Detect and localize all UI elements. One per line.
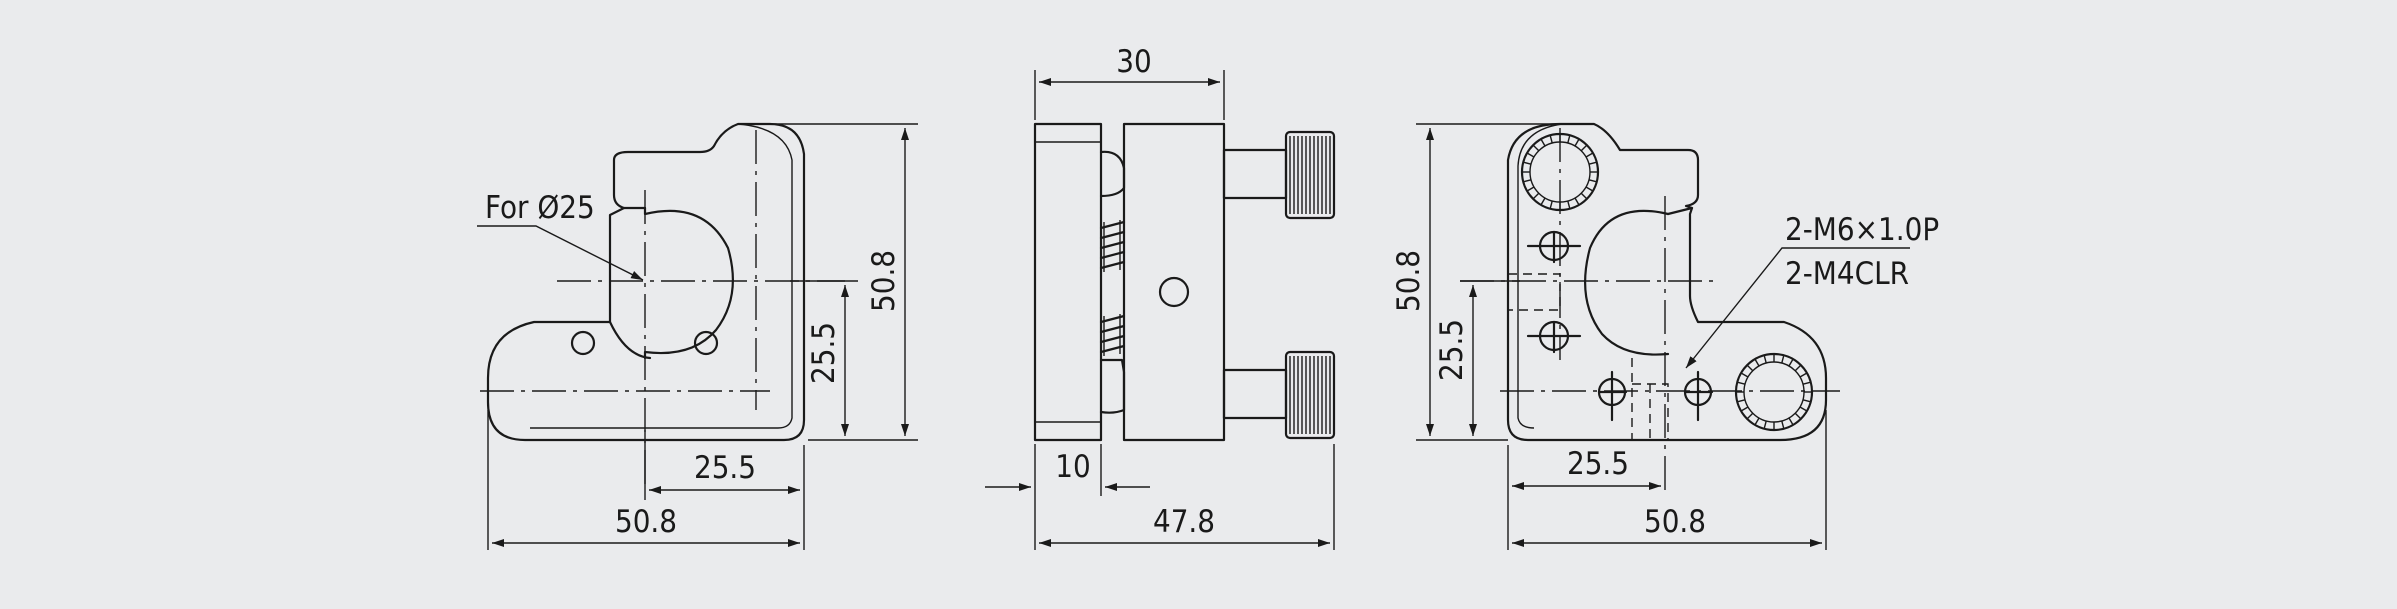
side-spring-upper	[1099, 220, 1126, 272]
side-back-plate	[1122, 122, 1226, 442]
side-view: 30 10 47.8	[985, 44, 1336, 550]
side-adjuster-upper	[1222, 130, 1336, 220]
front-bore-label: For Ø25	[485, 190, 595, 226]
rear-dim-height: 50.8	[1391, 250, 1427, 312]
front-body-outline	[486, 122, 806, 442]
side-dim-plate-thickness: 10	[1055, 449, 1090, 485]
side-hole	[1158, 276, 1190, 308]
front-hole-right	[693, 330, 719, 356]
rear-screw-mid	[1526, 320, 1582, 354]
side-adjuster-lower	[1222, 350, 1336, 440]
rear-knob-lower	[1734, 352, 1814, 432]
rear-callout-m6: 2-M6×1.0P	[1785, 212, 1939, 248]
rear-dim-center-height: 25.5	[1434, 319, 1470, 381]
front-dim-center-height: 25.5	[806, 322, 842, 384]
front-dim-width: 50.8	[615, 504, 677, 540]
front-dim-height: 50.8	[866, 250, 902, 312]
rear-screw-lower-right	[1683, 370, 1714, 422]
rear-body-outline	[1506, 122, 1828, 442]
front-body-inner-edge	[530, 123, 793, 429]
rear-dim-center-width: 25.5	[1567, 446, 1629, 482]
rear-view: 2-M6×1.0P 2-M4CLR 50.8 25.5 25.5 50.8	[1391, 122, 1939, 550]
rear-bore-slot	[1584, 209, 1670, 356]
front-view: For Ø25 50.8 25.5 25.5 50.8	[477, 122, 918, 550]
rear-screw-upper	[1526, 230, 1582, 264]
rear-screw-lower-left	[1597, 370, 1628, 422]
side-dim-total-depth: 47.8	[1153, 504, 1215, 540]
front-dim-center-width: 25.5	[694, 450, 756, 486]
rear-callout-m4: 2-M4CLR	[1785, 256, 1909, 292]
front-bore-slot	[643, 206, 734, 360]
front-hole-left	[570, 330, 596, 356]
side-spring-lower	[1099, 314, 1126, 356]
rear-callout-leader	[1685, 247, 1910, 369]
side-dim-top-depth: 30	[1116, 44, 1151, 80]
side-front-plate	[1033, 122, 1103, 442]
rear-dim-width: 50.8	[1644, 504, 1706, 540]
